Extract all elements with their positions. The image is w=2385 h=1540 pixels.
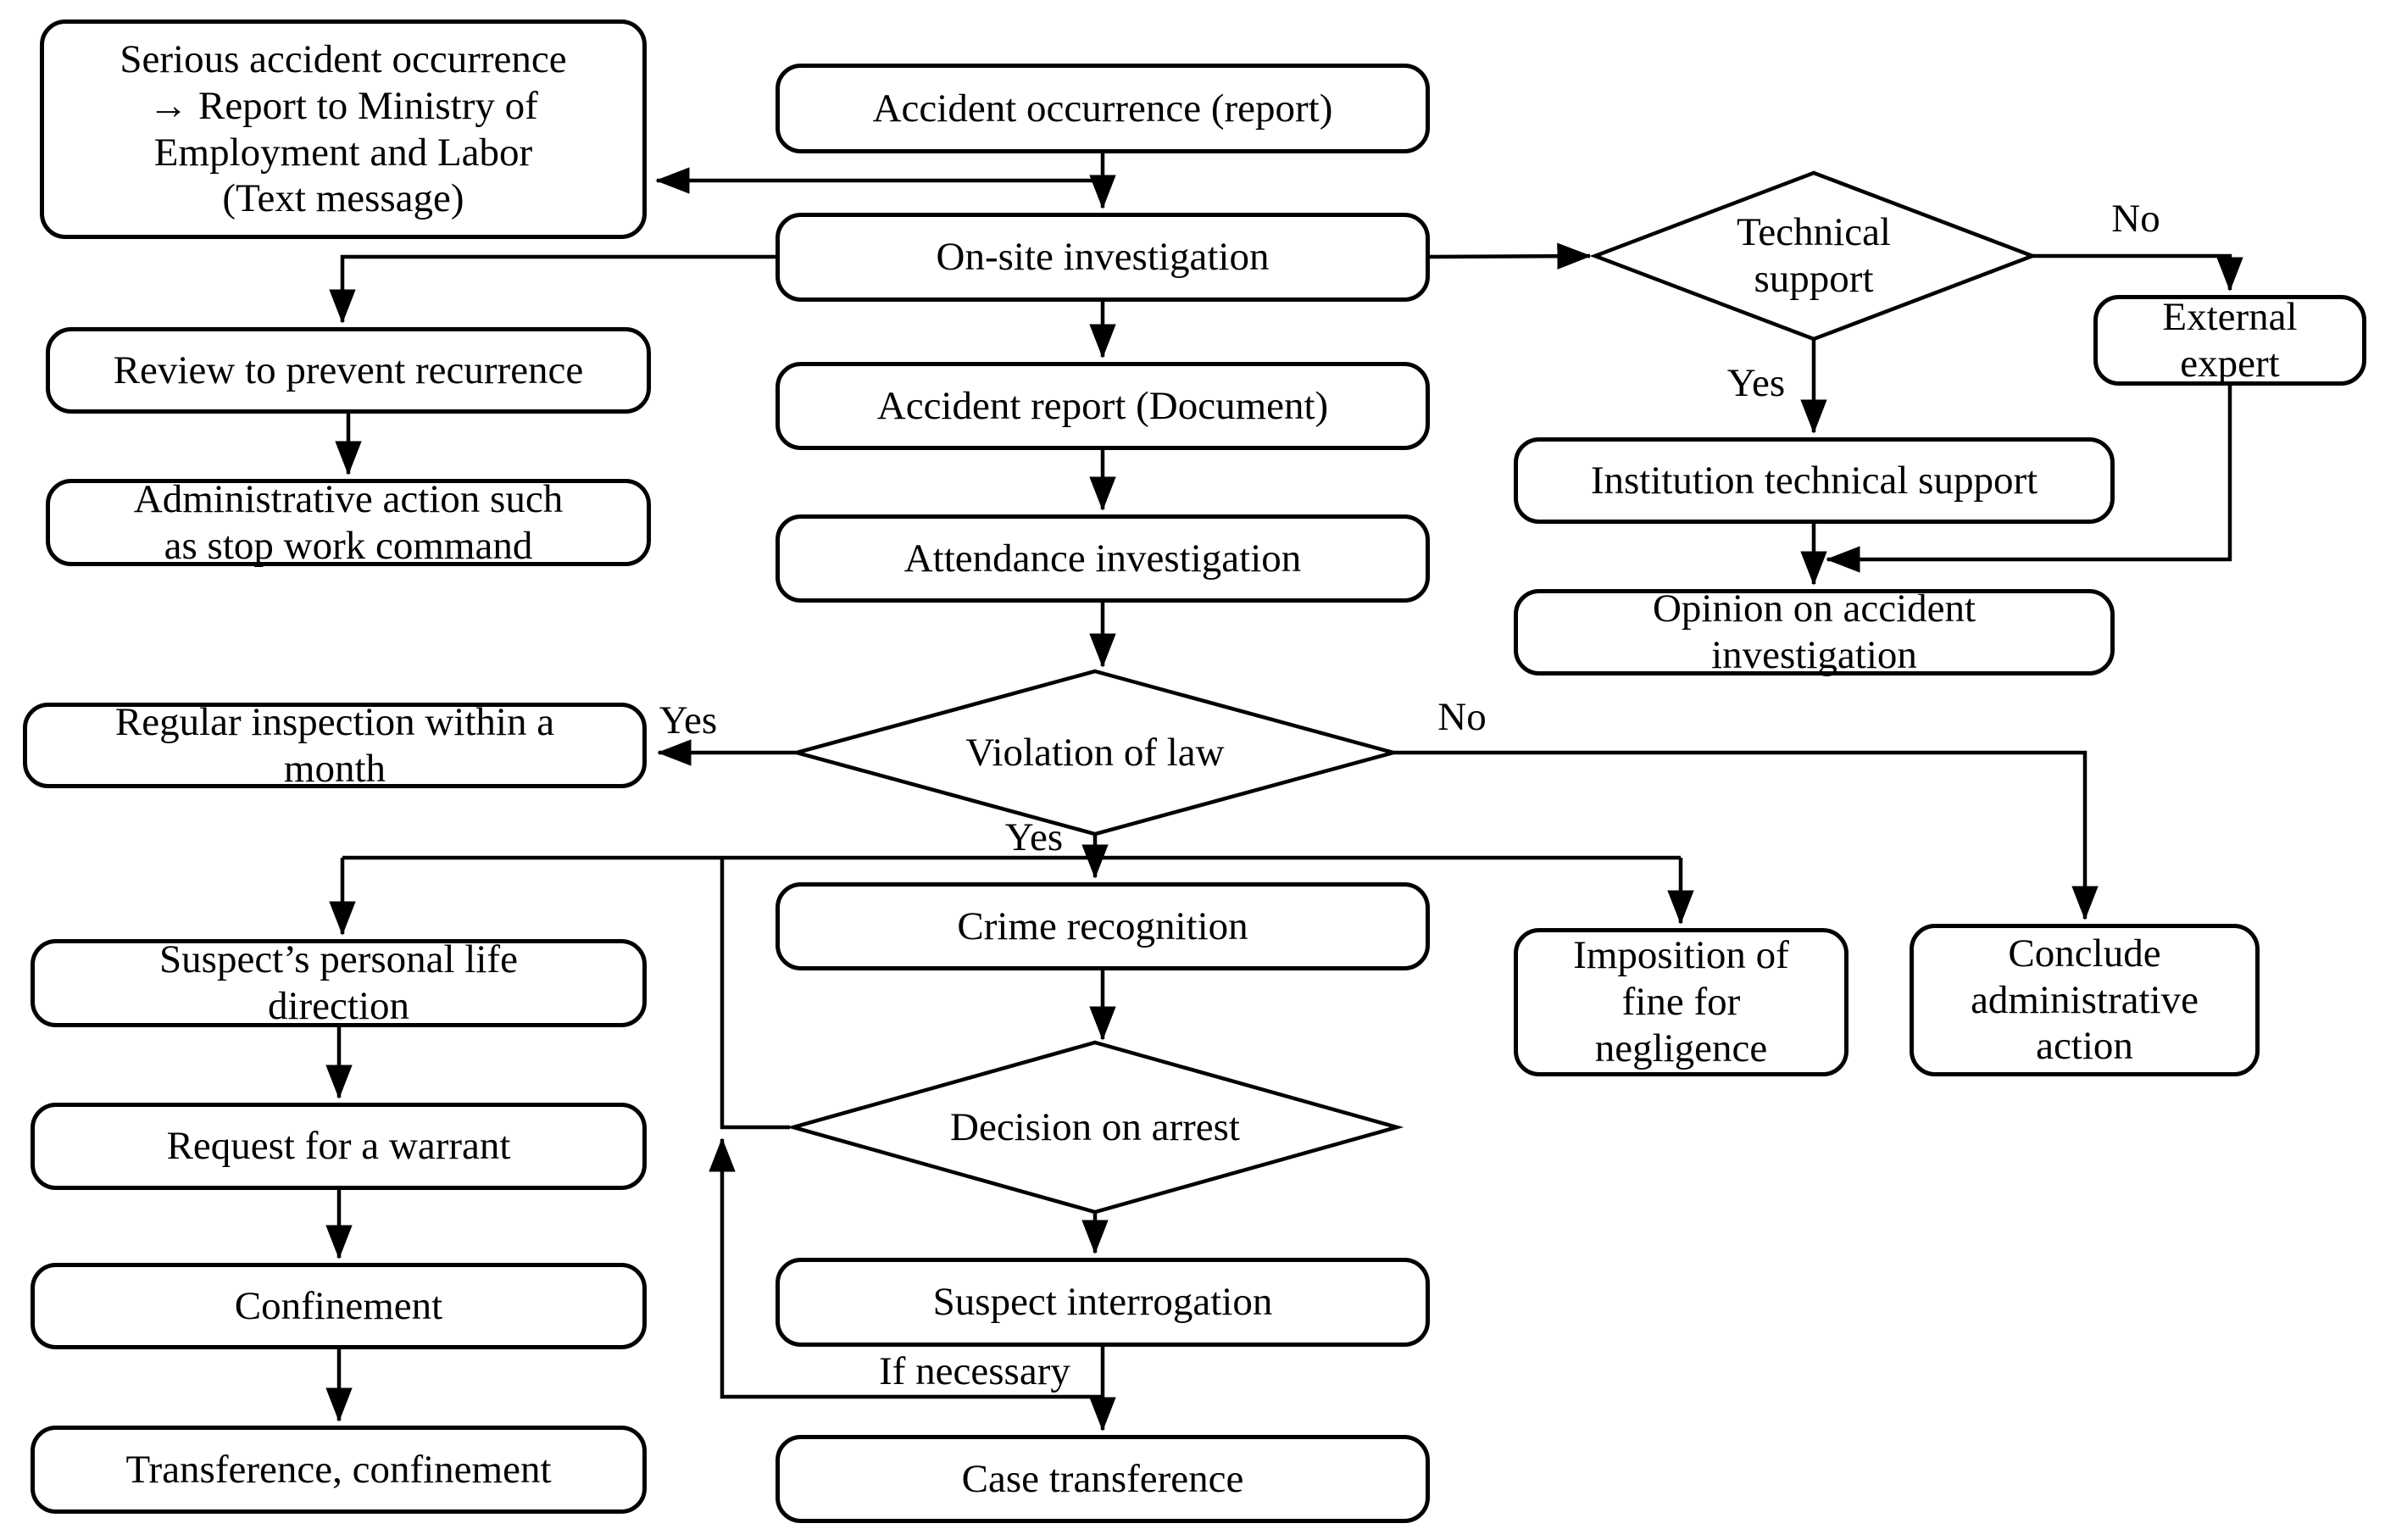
edge-on-site-to-technical-support [1429,242,1592,270]
edge-on-site-to-review [329,254,776,324]
diamond-decision-on-arrest [786,1040,1404,1215]
node-external-expert: External expert [2093,295,2366,386]
edge-external-expert-join [1826,386,2232,573]
diamond-technical-support [1589,170,2038,342]
edge-technical-no-to-external-expert [2032,253,2243,292]
node-imposition-of-fine: Imposition of fine for negligence [1514,928,1849,1076]
node-suspect-personal-life: Suspect’s personal life direction [31,937,647,1028]
node-regular-inspection: Regular inspection within a month [23,700,647,791]
node-crime-recognition: Crime recognition [776,882,1430,970]
node-on-site-investigation: On-site investigation [776,213,1430,302]
edge-distributor-to-decision-tip [720,858,790,1130]
node-case-transference: Case transference [776,1435,1430,1523]
node-accident-occurrence: Accident occurrence (report) [776,64,1430,153]
node-suspect-interrogation: Suspect interrogation [776,1258,1430,1347]
node-conclude-administrative-action: Conclude administrative action [1910,924,2260,1076]
node-opinion-accident-investigation: Opinion on accident investigation [1514,587,2115,677]
node-request-for-warrant: Request for a warrant [31,1103,647,1190]
node-attendance-investigation: Attendance investigation [776,514,1430,603]
node-accident-report-document: Accident report (Document) [776,362,1430,450]
node-review-prevent-recurrence: Review to prevent recurrence [46,327,651,414]
node-confinement: Confinement [31,1263,647,1349]
node-administrative-action: Administrative action such as stop work … [46,477,651,568]
diamond-violation-of-law [789,669,1401,837]
node-serious-accident-report: Serious accident occurrence → Report to … [40,19,647,239]
node-transference-confinement: Transference, confinement [31,1426,647,1514]
node-institution-technical-support: Institution technical support [1514,437,2115,524]
edge-if-necessary-feedback [709,1137,1103,1399]
edge-violation-no-to-conclude [1393,750,2099,920]
